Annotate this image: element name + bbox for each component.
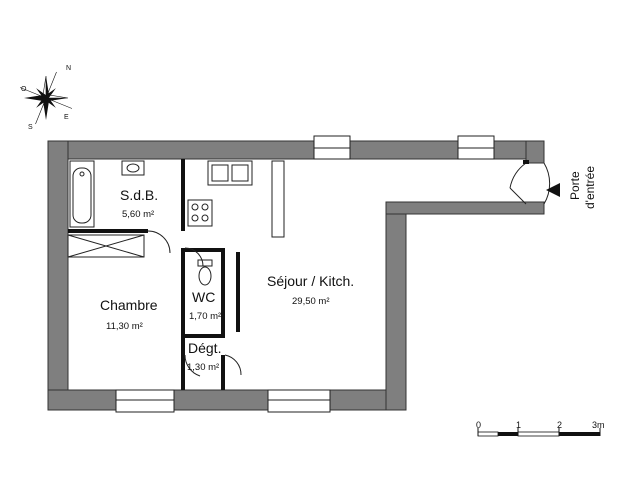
bottom-wall-left — [47, 389, 117, 411]
kitchen-sink — [207, 160, 253, 186]
entrance-arrow-icon — [546, 183, 560, 197]
entrance-label-line2: d'entrée — [583, 166, 597, 209]
room-name-chambre: Chambre — [100, 297, 158, 313]
compass-east-label: E — [64, 114, 69, 121]
room-area-degt: 1,30 m² — [187, 362, 219, 373]
sdb-door-arc — [147, 230, 171, 254]
right-wall-lower — [385, 201, 407, 411]
outer-walls — [47, 140, 545, 411]
entrance-step-wall — [385, 201, 545, 215]
bathtub — [69, 160, 95, 228]
room-area-chambre: 11,30 m² — [106, 321, 143, 332]
compass-south-label: S — [28, 124, 33, 131]
bottom-wall-middle — [173, 389, 269, 411]
room-area-sejour: 29,50 m² — [292, 296, 330, 307]
compass-north-label: N — [66, 65, 71, 72]
room-name-wc: WC — [192, 289, 215, 305]
kitchen-counter — [271, 160, 285, 238]
room-area-wc: 1,70 m² — [189, 311, 221, 322]
scale-bar — [477, 428, 601, 437]
washbasin — [121, 160, 145, 176]
top-wall-middle — [349, 140, 459, 160]
degt-door-arc — [224, 354, 242, 376]
room-name-sdb: S.d.B. — [120, 187, 158, 203]
scale-tick-label: 0 — [476, 420, 481, 430]
wc-door-arc — [184, 247, 204, 267]
interior-walls — [68, 159, 240, 390]
chambre-door-arc — [184, 354, 201, 377]
top-wall-left — [47, 140, 315, 160]
toilet — [197, 259, 213, 286]
entrance-door — [509, 160, 551, 205]
scale-tick-label: 2 — [557, 420, 562, 430]
scale-tick-label: 1 — [516, 420, 521, 430]
left-wall — [47, 140, 69, 411]
room-area-sdb: 5,60 m² — [122, 209, 154, 220]
compass-rose-icon — [19, 71, 73, 125]
window-bottom-2 — [267, 389, 331, 413]
scale-tick-label: 3m — [592, 420, 605, 430]
cooktop — [187, 199, 213, 227]
room-name-degt: Dégt. — [188, 340, 221, 356]
window-bottom-1 — [115, 389, 175, 413]
compass-west-label: O — [21, 86, 27, 93]
closet — [67, 234, 145, 258]
top-wall-right-return — [525, 140, 545, 164]
room-name-sejour: Séjour / Kitch. — [267, 273, 354, 289]
entrance-label-line1: Porte — [568, 171, 582, 200]
windows — [115, 135, 495, 413]
